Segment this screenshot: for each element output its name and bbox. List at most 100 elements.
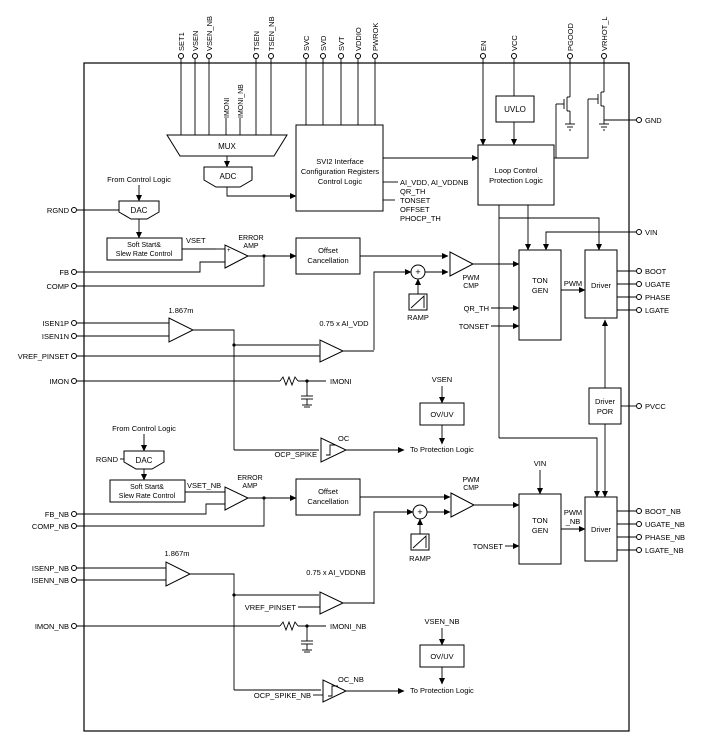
uvlo-label: UVLO xyxy=(504,105,526,114)
svi2-output-ai: AI_VDD, AI_VDDNB xyxy=(400,178,468,187)
pin-boot-nb xyxy=(636,508,642,514)
ch1-imoni: IMONI xyxy=(330,377,352,386)
ch2-resistor xyxy=(279,620,299,632)
pin-imon-nb xyxy=(71,623,77,629)
pin-isenn-nb xyxy=(71,577,77,583)
pin-isen1n xyxy=(71,333,77,339)
pin-label-imon-nb: IMON_NB xyxy=(35,622,69,631)
pin-en xyxy=(480,53,486,59)
mux-input-imoni: IMONI xyxy=(224,98,231,118)
ch2-dac xyxy=(123,450,165,470)
svi2-line-1: SVI2 Interface xyxy=(316,157,364,166)
svi2-output-offset: OFFSET xyxy=(400,205,430,214)
ch1-pwm-label: PWM xyxy=(564,279,582,288)
adc xyxy=(203,166,253,188)
ch2-scale: 0.75 x AI_VDDNB xyxy=(306,568,366,577)
ch1-to-protection: To Protection Logic xyxy=(410,445,474,454)
ch2-error-amp-1: ERROR xyxy=(237,475,262,482)
ch1-oc-comparator xyxy=(320,437,348,463)
ch2-to-protection: To Protection Logic xyxy=(410,686,474,695)
ch1-qr-th: QR_TH xyxy=(464,304,489,313)
ch1-offset-cancellation xyxy=(295,237,361,275)
ch2-pwm-label-1: PWM xyxy=(564,508,582,517)
pin-label-vrhot-l: VRHOT_L xyxy=(600,16,609,51)
pin-boot xyxy=(636,268,642,274)
mux-input-wires xyxy=(180,59,272,135)
pin-set1 xyxy=(178,53,184,59)
pin-isenp-nb xyxy=(71,565,77,571)
ch1-scale-amp xyxy=(319,339,345,363)
pin-label-svd: SVD xyxy=(319,35,328,51)
pin-ugate-nb xyxy=(636,521,642,527)
pin-label-isen1p: ISEN1P xyxy=(42,319,69,328)
pin-vsen-nb xyxy=(206,53,212,59)
pin-label-pvcc: PVCC xyxy=(645,402,666,411)
svi2-line-3: Control Logic xyxy=(318,177,362,186)
ch1-gain: 1.867m xyxy=(168,306,193,315)
ch1-resistor xyxy=(279,375,299,387)
pin-label-comp: COMP xyxy=(47,282,70,291)
pin-label-vin: VIN xyxy=(645,228,658,237)
ch1-scale: 0.75 x AI_VDD xyxy=(319,319,369,328)
pin-label-vsen: VSEN xyxy=(191,31,200,51)
ch2-ramp-label: RAMP xyxy=(409,554,431,563)
ch2-offset-line-2: Cancellation xyxy=(307,497,348,506)
ch2-gain: 1.867m xyxy=(164,549,189,558)
pin-label-svc: SVC xyxy=(302,35,311,51)
ch1-error-amp-plus: + xyxy=(227,248,231,254)
pin-svd xyxy=(320,53,326,59)
ch1-pwm-comparator xyxy=(449,251,475,277)
ch2-offset-line-1: Offset xyxy=(318,487,339,496)
ch1-ocp-spike: OCP_SPIKE xyxy=(274,450,317,459)
ch2-summer-plus: + xyxy=(417,507,422,517)
ch1-ton-gen-2: GEN xyxy=(532,286,548,295)
pin-comp-nb xyxy=(71,523,77,529)
pin-label-vref-pinset: VREF_PINSET xyxy=(18,352,70,361)
pin-label-ugate: UGATE xyxy=(645,280,670,289)
chip-outline xyxy=(83,62,630,732)
pin-label-lgate: LGATE xyxy=(645,306,669,315)
ch1-driver-por xyxy=(588,387,622,425)
pin-fb xyxy=(71,269,77,275)
ch2-vset: VSET_NB xyxy=(187,481,221,490)
ch1-error-amp-2: AMP xyxy=(243,243,259,250)
pin-vcc xyxy=(511,53,517,59)
svi2-wires xyxy=(305,59,376,125)
ch2-oc-comparator xyxy=(322,679,348,703)
pin-label-imon: IMON xyxy=(49,377,69,386)
ch2-from-control-logic: From Control Logic xyxy=(112,424,176,433)
pin-gnd xyxy=(636,117,642,123)
pin-tsen-nb xyxy=(268,53,274,59)
channel-2: From Control Logic RGND DAC Soft Start& … xyxy=(77,424,636,703)
ch2-driver-label: Driver xyxy=(591,525,612,534)
ch1-error-amp-1: ERROR xyxy=(238,235,263,242)
pin-svt xyxy=(338,53,344,59)
pin-label-comp-nb: COMP_NB xyxy=(32,522,69,531)
pin-label-svt: SVT xyxy=(337,36,346,51)
pin-tsen xyxy=(253,53,259,59)
pin-label-gnd: GND xyxy=(645,116,662,125)
ch2-pwm-cmp-2: CMP xyxy=(463,485,479,492)
pin-vin xyxy=(636,229,642,235)
pin-vref-pinset xyxy=(71,353,77,359)
ch1-dac-label: DAC xyxy=(131,206,148,215)
pin-svc xyxy=(303,53,309,59)
pin-lgate-nb xyxy=(636,547,642,553)
pin-phase xyxy=(636,294,642,300)
ch2-soft-start xyxy=(109,479,186,503)
ch2-driver xyxy=(584,496,618,562)
adc-label: ADC xyxy=(220,172,237,181)
pin-isen1p xyxy=(71,320,77,326)
svi2-output-qr-th: QR_TH xyxy=(400,187,425,196)
pin-pgood xyxy=(567,53,573,59)
pin-vddio xyxy=(355,53,361,59)
pin-label-fb-nb: FB_NB xyxy=(45,510,69,519)
ch1-from-control-logic: From Control Logic xyxy=(107,175,171,184)
ch1-ramp-label: RAMP xyxy=(407,313,429,322)
pin-label-boot-nb: BOOT_NB xyxy=(645,507,681,516)
channel-1: From Control Logic DAC Soft Start& Slew … xyxy=(77,175,636,498)
ch1-ovuv-label: OV/UV xyxy=(430,410,453,419)
ch2-ton-gen-2: GEN xyxy=(532,526,548,535)
pin-label-pwrok: PWROK xyxy=(371,23,380,51)
ch1-current-sense-amp xyxy=(168,317,195,343)
